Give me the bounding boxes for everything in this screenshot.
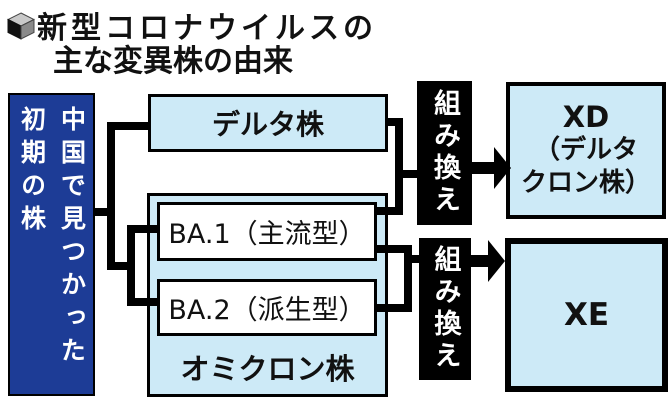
xd-variant-box: XD （デルタ クロン株） — [506, 82, 666, 219]
connector-ba2-out — [374, 304, 408, 312]
connector-origin-stub — [95, 208, 115, 216]
arrow-to-xd-shaft — [472, 162, 496, 174]
origin-strain-box: 中国で見つかった初期の株 — [8, 93, 95, 396]
connector-trunk-left-a — [107, 122, 115, 270]
delta-variant-box: デルタ株 — [148, 94, 388, 152]
recombination-box-top: 組み換え — [417, 81, 472, 225]
connector-trunk-right-1 — [395, 118, 403, 215]
xd-label-line3: クロン株） — [520, 168, 651, 198]
recombination-label-top: 組み換え — [429, 89, 460, 217]
connector-into-recomb2 — [404, 255, 421, 263]
connector-ba1-out-upper — [374, 207, 403, 215]
delta-variant-label: デルタ株 — [211, 108, 324, 141]
connector-trunk-right-2 — [404, 245, 412, 312]
recombination-box-bottom: 組み換え — [419, 238, 471, 380]
ba2-label: BA.2（派生型） — [168, 295, 366, 326]
arrow-to-xe-icon — [488, 240, 505, 282]
connector-to-ba2 — [127, 298, 160, 306]
omicron-variant-label: オミクロン株 — [180, 352, 355, 386]
arrow-to-xd-icon — [494, 147, 511, 189]
page-title-line2: 主な変異株の由来 — [53, 44, 293, 79]
page-title-line1: 新型コロナウイルスの — [37, 11, 377, 46]
origin-strain-label: 中国で見つかった初期の株 — [17, 106, 87, 370]
connector-to-ba1 — [127, 225, 160, 233]
xe-variant-box: XE — [505, 238, 668, 392]
connector-to-delta — [107, 122, 151, 130]
ba1-box: BA.1（主流型） — [157, 202, 377, 261]
connector-delta-out — [385, 118, 403, 126]
connector-a-to-b — [107, 262, 135, 270]
recombination-label-bottom: 組み換え — [429, 245, 461, 373]
xd-label-line2: （デルタ — [533, 135, 638, 165]
connector-trunk-left-b — [127, 225, 135, 306]
xd-label-line1: XD — [562, 100, 610, 134]
arrow-to-xe-shaft — [470, 255, 490, 267]
connector-into-recomb1 — [395, 170, 419, 178]
connector-ba1-out-lower — [374, 245, 410, 253]
ba2-box: BA.2（派生型） — [157, 279, 377, 336]
cube-bullet-icon — [7, 12, 35, 40]
ba1-label: BA.1（主流型） — [168, 219, 366, 250]
xe-label: XE — [563, 297, 610, 333]
